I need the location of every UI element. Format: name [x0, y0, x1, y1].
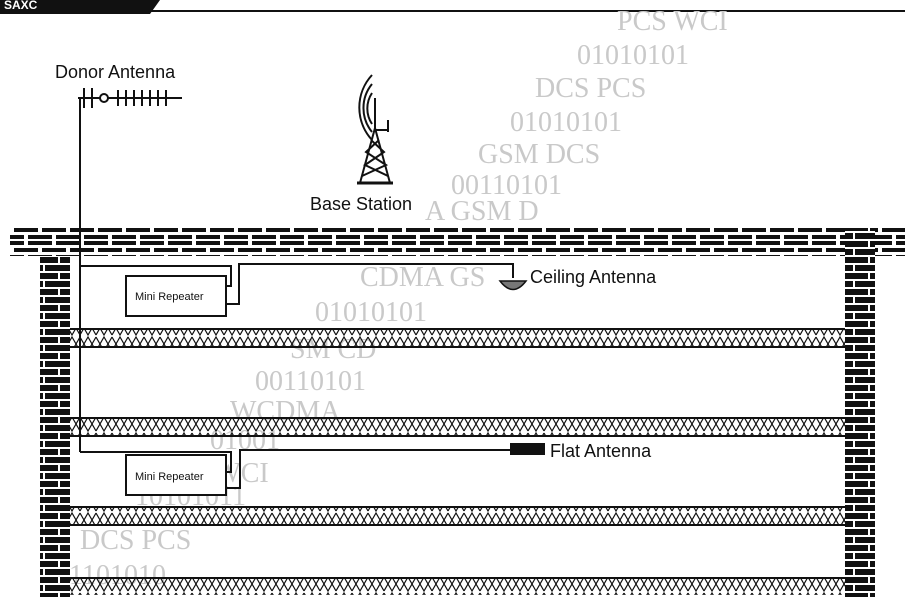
building-wall-left — [40, 256, 70, 597]
watermark-line: DCS PCS — [80, 525, 191, 556]
watermark-line: PCS WCI — [617, 6, 728, 37]
watermark-line: 00110101 — [255, 366, 366, 397]
watermark-line: 01010101 — [577, 40, 689, 71]
yagi-antenna-icon — [78, 88, 182, 108]
watermark-line: CDMA GS — [360, 262, 485, 293]
building-wall-right — [845, 228, 875, 597]
building-roof — [10, 226, 905, 256]
cable-lines — [79, 98, 514, 489]
watermark-line: DCS PCS — [535, 73, 646, 104]
base-station: Base Station — [310, 74, 412, 214]
radio-waves-icon — [358, 74, 373, 141]
flat-antenna-label: Flat Antenna — [550, 441, 652, 461]
watermark-line: GSM DCS — [478, 139, 600, 170]
watermark-line: 00110101 — [451, 170, 562, 201]
watermark-line: 01010101 — [510, 107, 622, 138]
donor-antenna-label: Donor Antenna — [55, 62, 176, 82]
brand-logo: SAXC — [0, 0, 160, 14]
watermark-line: 01010101 — [315, 297, 427, 328]
tower-icon — [357, 98, 393, 185]
ceiling-antenna: Ceiling Antenna — [498, 267, 657, 291]
flat-antenna: Flat Antenna — [510, 441, 652, 461]
floor-slab — [70, 577, 845, 595]
brand-logo-text: SAXC — [4, 0, 38, 12]
floor-slab — [70, 417, 845, 437]
mini-repeater-top: Mini Repeater — [125, 275, 227, 317]
base-station-label: Base Station — [310, 194, 412, 214]
floor-slab — [70, 506, 845, 526]
mini-repeater-bottom-label: Mini Repeater — [135, 471, 204, 483]
ceiling-antenna-label: Ceiling Antenna — [530, 267, 657, 287]
mini-repeater-bottom: Mini Repeater — [125, 454, 227, 496]
mini-repeater-top-label: Mini Repeater — [135, 291, 204, 303]
watermark-line: A GSM D — [425, 196, 539, 227]
flat-antenna-icon — [510, 443, 545, 455]
floor-slab — [70, 328, 845, 348]
donor-antenna: Donor Antenna — [55, 62, 182, 108]
ceiling-antenna-icon — [498, 280, 528, 291]
